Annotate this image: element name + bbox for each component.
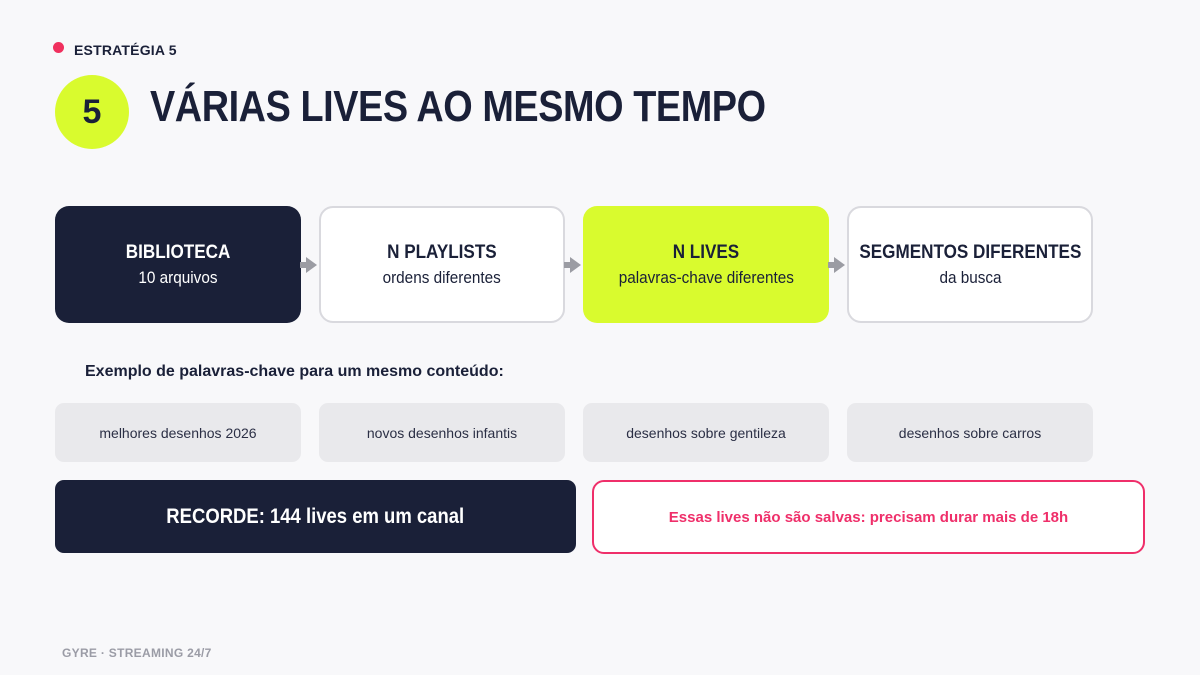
flow-step-title: N LIVES xyxy=(672,241,740,263)
flow-step-title: BIBLIOTECA xyxy=(125,241,231,263)
flow-step-lives: N LIVES palavras-chave diferentes xyxy=(583,206,829,323)
flow-arrow-icon xyxy=(300,257,317,273)
flow-step-subtitle: palavras-chave diferentes xyxy=(618,267,794,287)
flow-step-segments: SEGMENTOS DIFERENTES da busca xyxy=(847,206,1093,323)
warning-text: Essas lives não são salvas: precisam dur… xyxy=(668,508,1069,526)
keyword-chip: melhores desenhos 2026 xyxy=(55,403,301,462)
flow-step-subtitle: 10 arquivos xyxy=(138,267,218,287)
footer-brand: GYRE · STREAMING 24/7 xyxy=(62,646,212,660)
keyword-chip: novos desenhos infantis xyxy=(319,403,565,462)
flow-arrow-icon xyxy=(828,257,845,273)
strategy-number-badge: 5 xyxy=(55,75,129,149)
eyebrow-dot xyxy=(53,41,64,53)
flow-step-title: SEGMENTOS DIFERENTES xyxy=(858,241,1082,263)
record-text: RECORDE: 144 lives em um canal xyxy=(166,504,465,528)
flow-step-subtitle: ordens diferentes xyxy=(382,267,502,287)
flow-step-library: BIBLIOTECA 10 arquivos xyxy=(55,206,301,323)
keyword-chip: desenhos sobre gentileza xyxy=(583,403,829,462)
keywords-heading: Exemplo de palavras-chave para um mesmo … xyxy=(85,363,504,380)
page-title: VÁRIAS LIVES AO MESMO TEMPO xyxy=(150,82,766,131)
flow-arrow-icon xyxy=(564,257,581,273)
warning-callout: Essas lives não são salvas: precisam dur… xyxy=(592,480,1145,554)
keyword-chip: desenhos sobre carros xyxy=(847,403,1093,462)
flow-step-playlists: N PLAYLISTS ordens diferentes xyxy=(319,206,565,323)
record-banner: RECORDE: 144 lives em um canal xyxy=(55,480,576,553)
flow-step-title: N PLAYLISTS xyxy=(387,241,497,263)
flow-step-subtitle: da busca xyxy=(938,267,1002,287)
eyebrow-label: ESTRATÉGIA 5 xyxy=(74,42,177,58)
section-eyebrow: ESTRATÉGIA 5 xyxy=(53,40,177,60)
